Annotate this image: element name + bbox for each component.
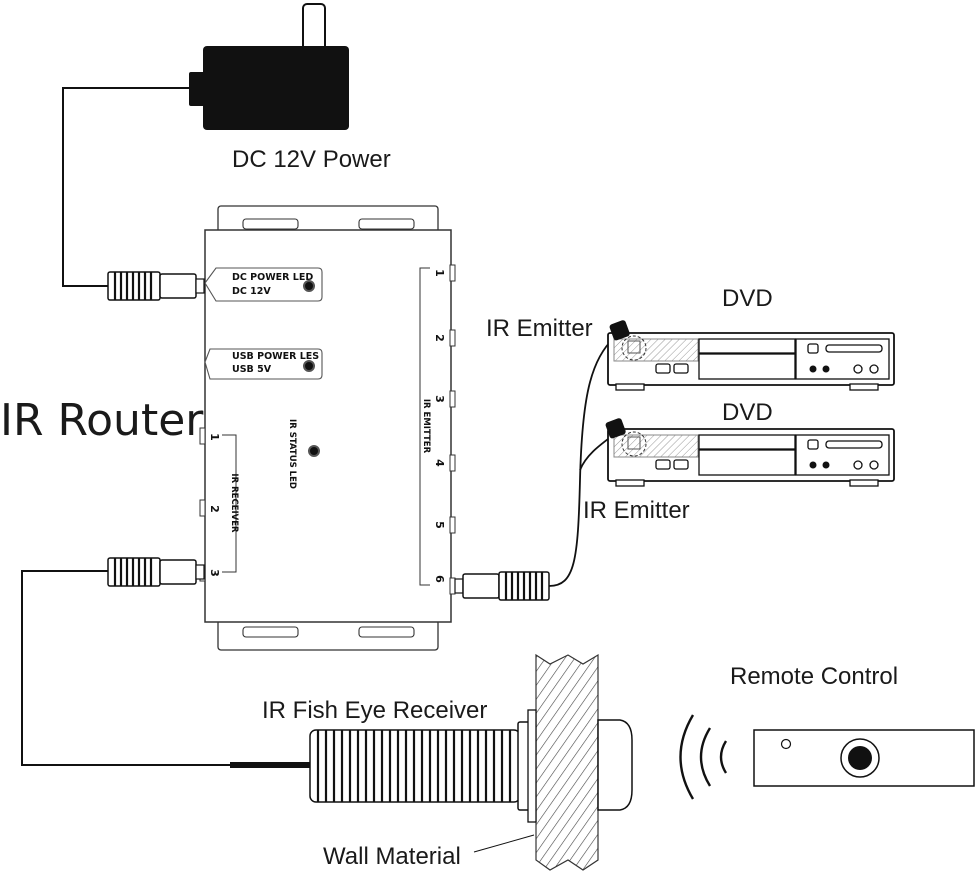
- svg-text:4: 4: [433, 459, 446, 467]
- emitter-port-3[interactable]: 3: [433, 390, 456, 408]
- ir-status-led-label: IR STATUS LED: [287, 419, 297, 489]
- remote-control-label: Remote Control: [730, 663, 898, 690]
- receiver-plug: [107, 557, 205, 587]
- usb-power-led: [303, 360, 315, 372]
- ir-emitter-top: [609, 320, 641, 354]
- svg-text:1: 1: [433, 269, 446, 277]
- ir-emitter-bottom: [605, 418, 641, 450]
- dvd-bottom-label: DVD: [722, 399, 773, 426]
- emitter-plug: [454, 571, 550, 601]
- router-label: IR Router: [0, 395, 204, 446]
- ir-router: DC POWER LED DC 12V USB POWER LES USB 5V…: [204, 205, 452, 651]
- power-adapter: [189, 3, 349, 130]
- usb-power-led-callout: [204, 348, 323, 380]
- svg-text:2: 2: [208, 505, 221, 513]
- ir-emitter-bottom-label: IR Emitter: [583, 497, 690, 524]
- svg-text:1: 1: [208, 433, 221, 441]
- usb-power-led-label: USB POWER LES: [232, 351, 319, 362]
- dc-power-led-callout: [204, 267, 323, 302]
- receiver-cable: [21, 570, 310, 766]
- dc-power-led-label: DC POWER LED: [232, 272, 313, 283]
- ir-emitter-top-label: IR Emitter: [486, 315, 593, 342]
- fish-eye-receiver: [230, 709, 633, 823]
- wall-material: [535, 653, 599, 871]
- dvd-player-top: [607, 332, 895, 391]
- emitter-port-2[interactable]: 2: [433, 329, 456, 347]
- usb-5v-label: USB 5V: [232, 364, 272, 375]
- svg-text:2: 2: [433, 334, 446, 342]
- emitter-port-4[interactable]: 4: [433, 454, 456, 472]
- svg-text:5: 5: [433, 521, 446, 529]
- svg-text:3: 3: [433, 395, 446, 403]
- power-cable: [62, 87, 189, 287]
- dc-12v-label: DC 12V: [232, 286, 271, 297]
- emitter-cable-top: [548, 337, 615, 587]
- dc-power-plug: [107, 271, 205, 301]
- fish-eye-receiver-label: IR Fish Eye Receiver: [262, 697, 487, 724]
- remote-control: [753, 729, 975, 787]
- dc-power-led: [303, 280, 315, 292]
- emitter-port-1[interactable]: 1: [433, 264, 456, 282]
- ir-emitter-group-label: IR EMITTER: [421, 399, 431, 454]
- ir-status-led: [308, 445, 320, 457]
- ir-receiver-group-label: IR RECEIVER: [229, 473, 239, 533]
- ir-signal-waves: [679, 714, 728, 800]
- svg-text:6: 6: [433, 575, 446, 583]
- power-label: DC 12V Power: [232, 146, 391, 173]
- dvd-player-bottom: [607, 428, 895, 487]
- dvd-top-label: DVD: [722, 285, 773, 312]
- emitter-port-5[interactable]: 5: [433, 516, 456, 534]
- wall-material-label: Wall Material: [323, 843, 461, 870]
- receiver-port-2[interactable]: 2: [199, 499, 221, 517]
- svg-text:3: 3: [208, 569, 221, 577]
- receiver-port-1[interactable]: 1: [199, 427, 221, 445]
